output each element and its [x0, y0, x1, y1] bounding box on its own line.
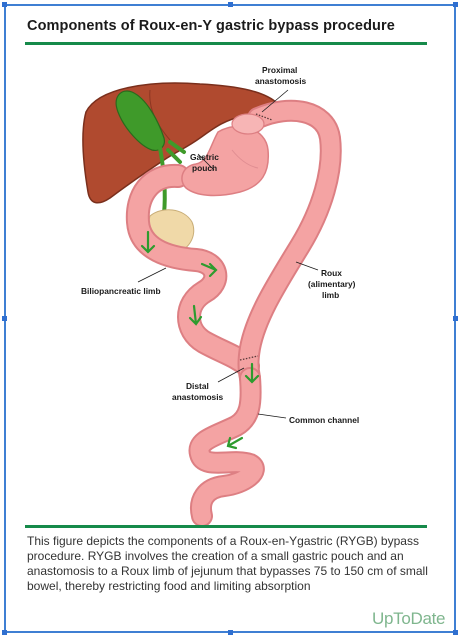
leader-proximal — [261, 89, 289, 113]
resize-handle-bottom-center[interactable] — [228, 630, 233, 635]
flow-arrow — [200, 262, 218, 278]
resize-handle-top-right[interactable] — [453, 2, 458, 7]
resize-handle-middle-left[interactable] — [2, 316, 7, 321]
label-roux-2: (alimentary) — [308, 279, 356, 289]
stomach — [181, 125, 270, 197]
gallbladder — [115, 90, 165, 151]
flow-arrow — [188, 304, 203, 326]
leader-distal — [217, 367, 245, 383]
figure-title: Components of Roux-en-Y gastric bypass p… — [27, 18, 395, 34]
flow-arrow — [140, 230, 156, 254]
label-roux-3: limb — [322, 290, 339, 300]
resize-handle-middle-right[interactable] — [453, 316, 458, 321]
resize-handle-bottom-left[interactable] — [2, 630, 7, 635]
flow-arrow — [244, 362, 260, 384]
caption-divider — [25, 525, 427, 528]
label-gastric-pouch-2: pouch — [192, 163, 217, 173]
title-divider — [25, 42, 427, 45]
label-biliopancreatic: Biliopancreatic limb — [81, 286, 161, 296]
label-distal-2: anastomosis — [172, 392, 224, 402]
label-distal: Distal — [186, 381, 209, 391]
leader-roux — [295, 261, 319, 271]
flow-arrow — [226, 436, 244, 450]
label-proximal: Proximal — [262, 65, 297, 75]
label-roux: Roux — [321, 268, 342, 278]
flow-arrows — [140, 230, 260, 450]
distal-staple-line — [239, 355, 259, 361]
resize-handle-top-left[interactable] — [2, 2, 7, 7]
leader-bilio — [137, 267, 167, 283]
uptodate-logo[interactable]: UpToDate — [372, 609, 446, 628]
label-proximal-2: anastomosis — [255, 76, 307, 86]
label-common-channel: Common channel — [289, 415, 359, 425]
gastric-pouch — [231, 113, 265, 135]
leader-gastric — [197, 153, 215, 171]
figure-caption: This figure depicts the components of a … — [27, 534, 428, 593]
resize-handle-bottom-right[interactable] — [453, 630, 458, 635]
leader-common — [257, 413, 287, 419]
label-gastric-pouch: Gastric — [190, 152, 219, 162]
resize-handle-top-center[interactable] — [228, 2, 233, 7]
